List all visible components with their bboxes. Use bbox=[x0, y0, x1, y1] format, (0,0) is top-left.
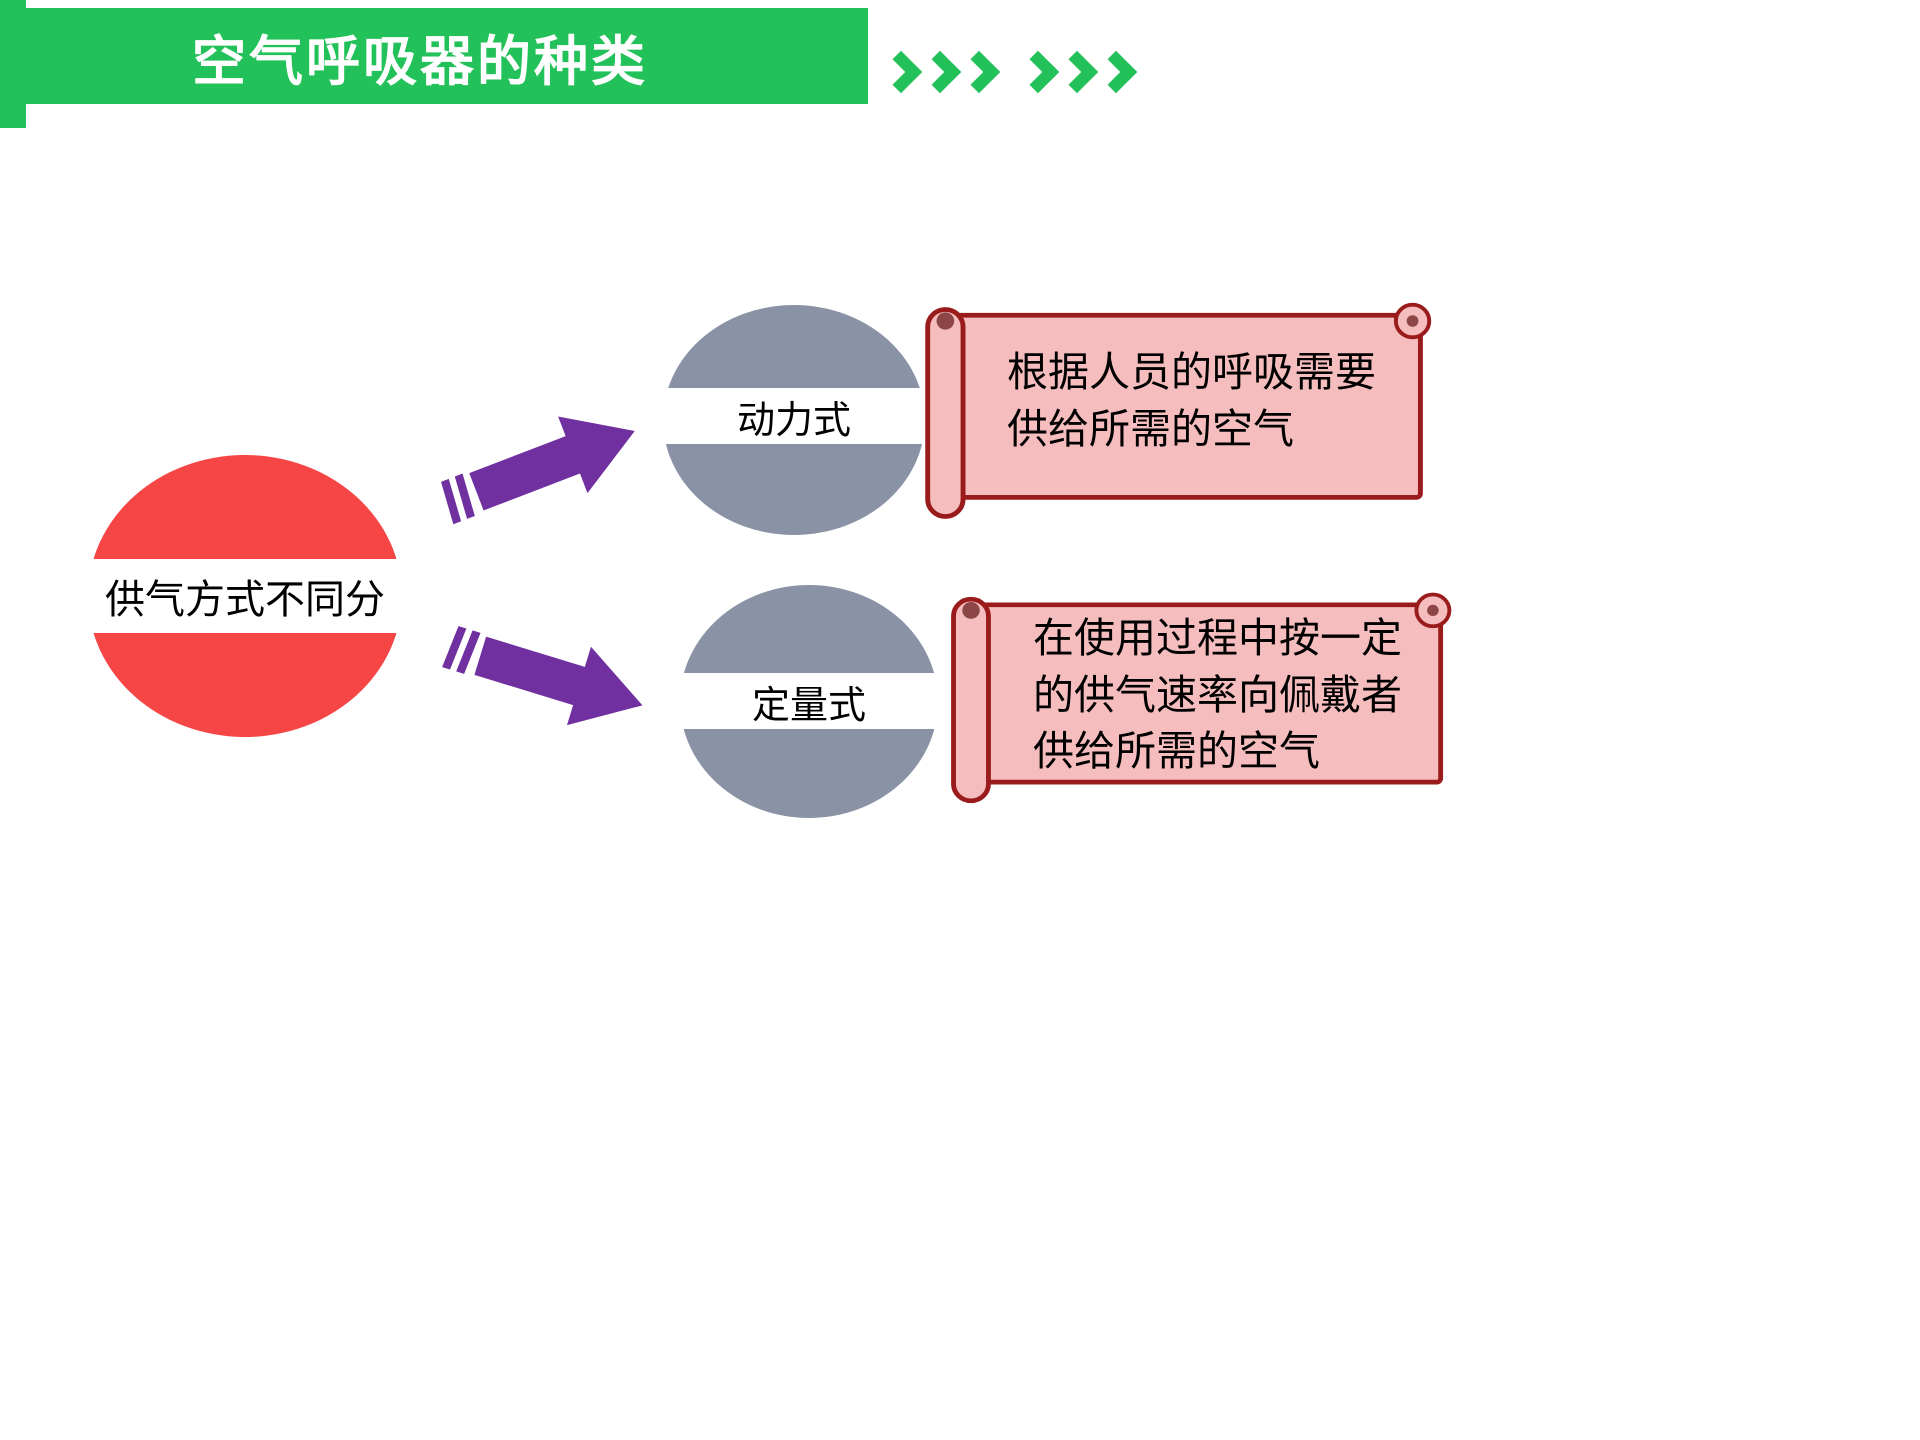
branch-node-band-1: 动力式 bbox=[659, 388, 929, 444]
branch-node-ellipse-2: 定量式 bbox=[676, 585, 942, 818]
branch-node-label-2: 定量式 bbox=[751, 682, 866, 727]
flow-arrow-bottom bbox=[432, 602, 661, 750]
chevron-right-icon bbox=[957, 50, 1001, 94]
chevron-right-icon bbox=[1016, 50, 1060, 94]
chevron-right-icon bbox=[879, 50, 923, 94]
callout-scroll-1: 根据人员的呼吸需要 供给所需的空气 bbox=[912, 298, 1442, 528]
root-node-label: 供气方式不同分 bbox=[105, 577, 385, 623]
scroll-shape-icon bbox=[925, 302, 1432, 519]
branch-node-label-1: 动力式 bbox=[736, 397, 851, 442]
arrow-icon bbox=[441, 416, 635, 525]
chevron-right-icon bbox=[1094, 50, 1138, 94]
chevron-right-icon bbox=[918, 50, 962, 94]
chevron-right-icon bbox=[1055, 50, 1099, 94]
branch-node-band-2: 定量式 bbox=[676, 673, 942, 729]
arrow-icon bbox=[442, 626, 643, 726]
branch-node-ellipse-1: 动力式 bbox=[659, 305, 929, 535]
callout-text-1: 根据人员的呼吸需要 供给所需的空气 bbox=[1007, 348, 1376, 453]
scroll-shape-icon bbox=[951, 592, 1452, 804]
callout-text-2: 在使用过程中按一定 的供气速率向佩戴者 供给所需的空气 bbox=[1033, 614, 1402, 776]
chevron-row bbox=[879, 44, 1140, 100]
root-node-ellipse: 供气方式不同分 bbox=[84, 455, 406, 737]
root-node-band: 供气方式不同分 bbox=[84, 559, 406, 633]
callout-scroll-2: 在使用过程中按一定 的供气速率向佩戴者 供给所需的空气 bbox=[938, 588, 1462, 812]
page-title: 空气呼吸器的种类 bbox=[192, 29, 648, 93]
flow-arrow-top bbox=[426, 387, 656, 547]
header-bar: 空气呼吸器的种类 bbox=[0, 8, 868, 104]
